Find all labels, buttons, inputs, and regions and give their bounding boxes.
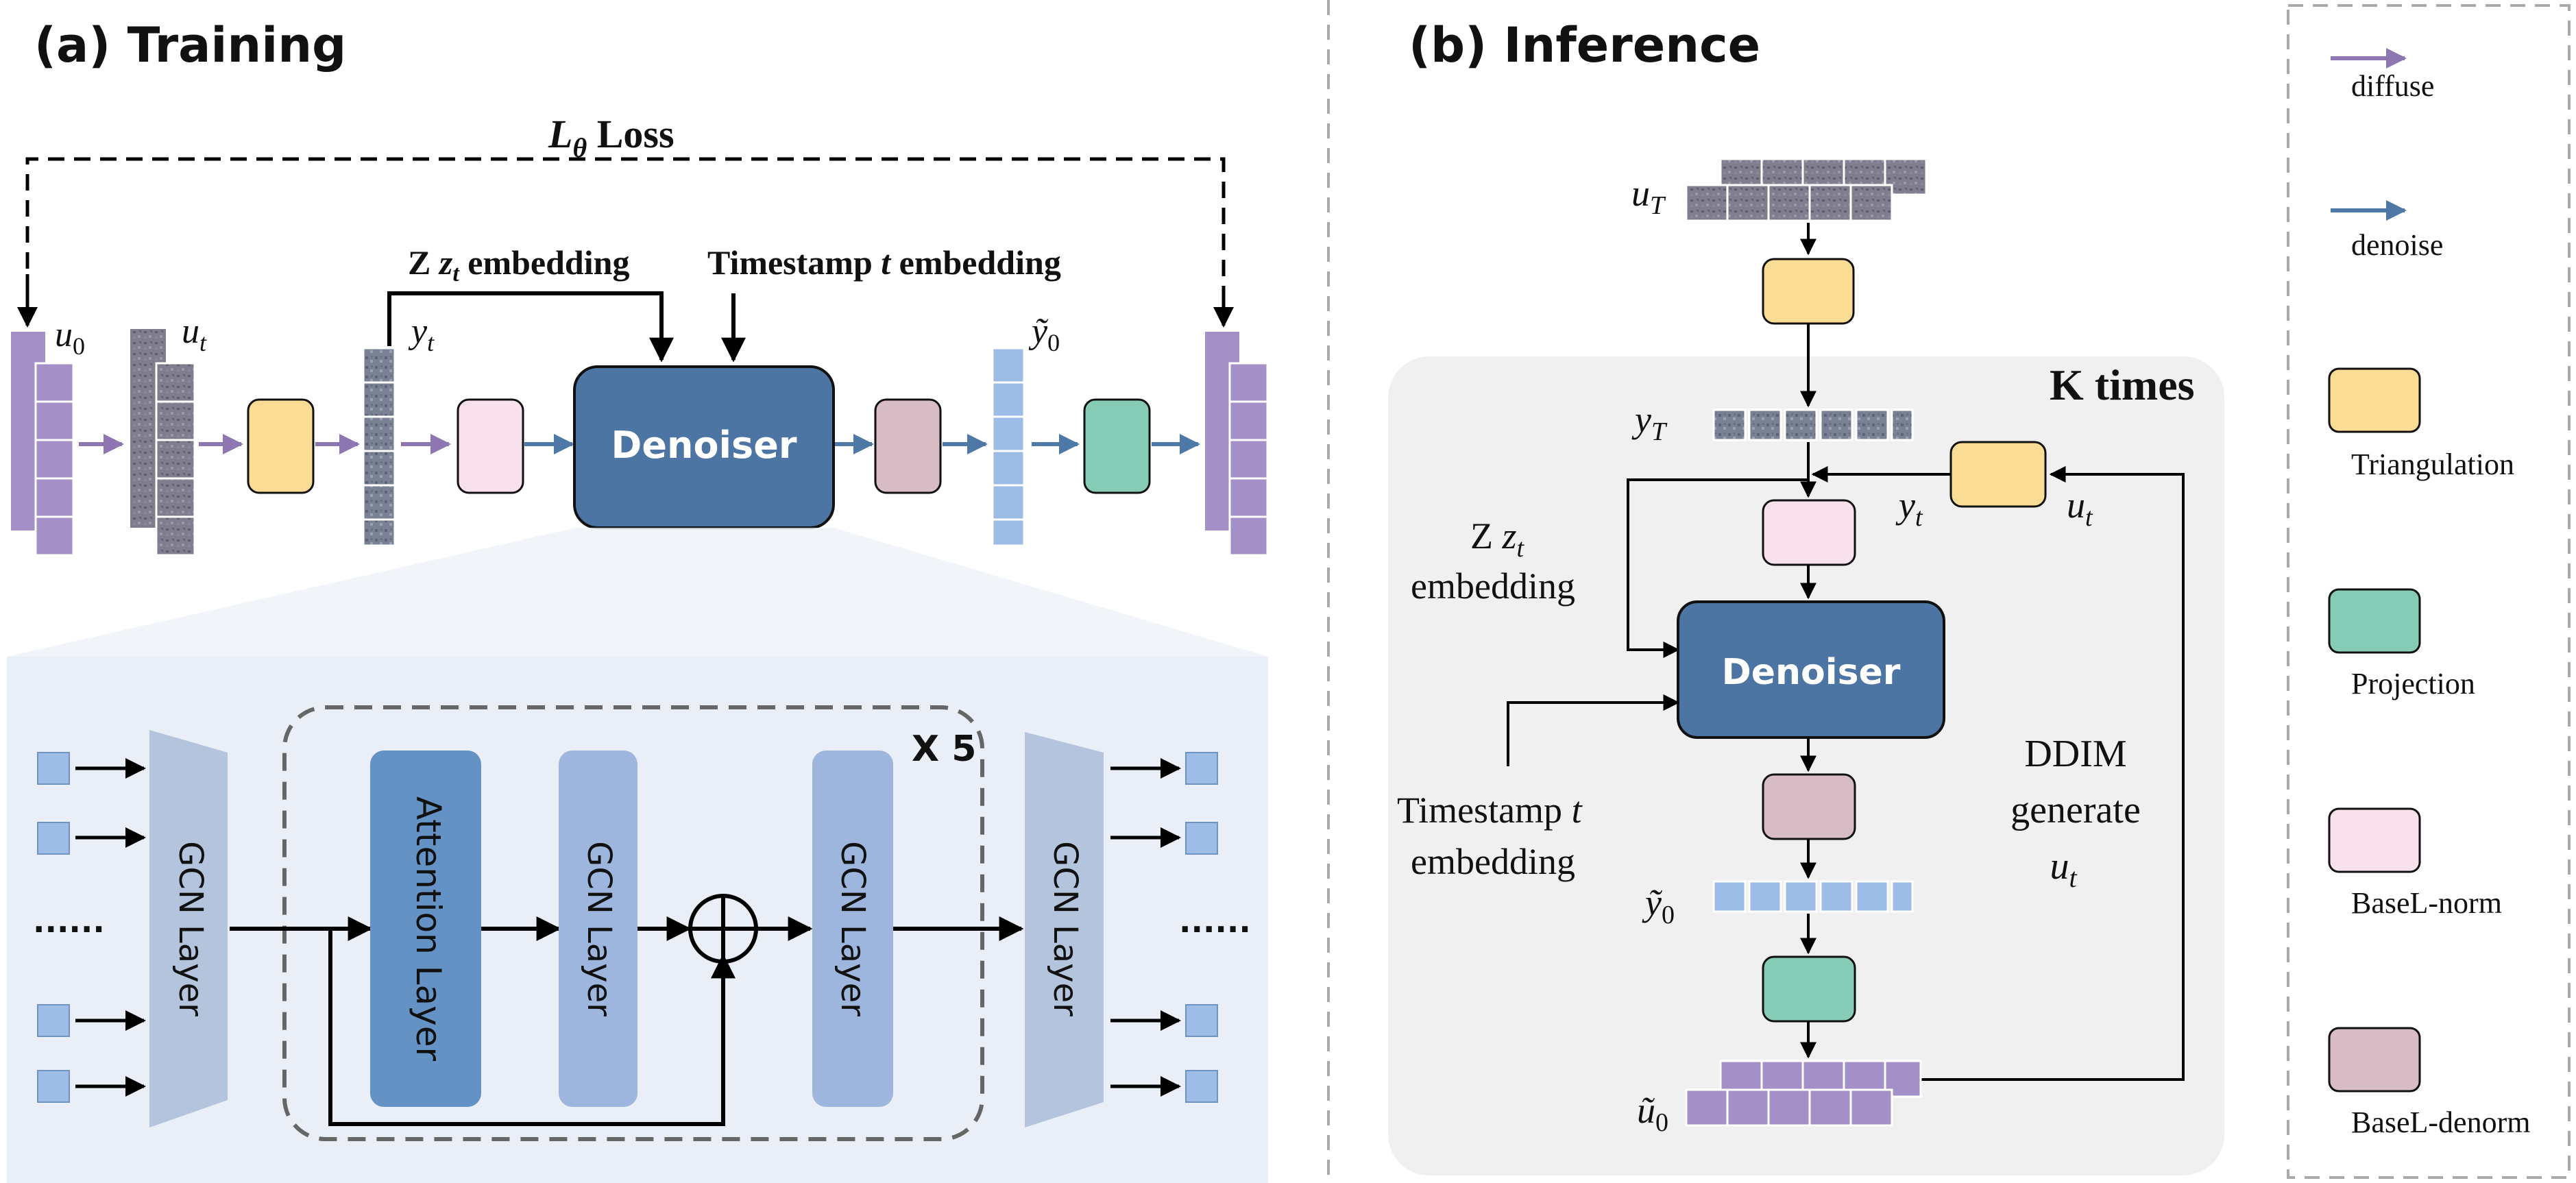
legend: diffuse denoise Triangulation Projection…	[2328, 48, 2530, 1139]
inf-denoiser-block	[1677, 600, 1945, 739]
inf-z-embedding-label-2: embedding	[1411, 565, 1575, 607]
legend-triangulation-swatch	[2328, 367, 2421, 433]
inf-basel-denorm-box	[1762, 773, 1856, 840]
yT-cubes	[1712, 408, 1914, 441]
input-ellipsis: ......	[33, 903, 105, 940]
residual-add-icon	[688, 894, 758, 964]
inf-basel-norm-box	[1762, 499, 1856, 566]
inf-timestamp-line	[1507, 694, 1680, 766]
legend-triangulation-label: Triangulation	[2351, 448, 2514, 481]
yt-cubes	[362, 347, 396, 547]
inf-ut-label: ut	[2067, 485, 2093, 532]
inf-z-embedding-line	[1627, 478, 1808, 658]
basel-denorm-box	[874, 398, 942, 494]
y0-cubes	[991, 347, 1025, 547]
gcn-middle-label-2: GCN Layer	[834, 841, 872, 1016]
attention-label: Attention Layer	[409, 796, 448, 1062]
uT-label: uT	[1631, 173, 1666, 220]
legend-projection-label: Projection	[2351, 667, 2475, 700]
legend-basel-norm-label: BaseL-norm	[2351, 886, 2502, 920]
gcn-middle-layer-2	[812, 751, 893, 1107]
inf-u0-block	[1685, 1060, 1922, 1127]
ut-stack	[130, 329, 196, 557]
inf-timestamp-label-2: embedding	[1411, 841, 1575, 882]
inf-loop-line	[1919, 466, 2185, 1081]
inf-timestamp-label: Timestamp t	[1397, 790, 1583, 831]
loss-label: Lθ Loss	[548, 112, 675, 163]
gcn-output-layer	[1025, 732, 1104, 1127]
legend-frame	[2287, 4, 2571, 1179]
ddim-label-2: generate	[2010, 789, 2141, 831]
z-embedding-label: Z zt embedding	[408, 243, 629, 286]
loss-line	[25, 157, 1226, 322]
input-nodes	[37, 752, 146, 1103]
legend-basel-denorm-label: BaseL-denorm	[2351, 1106, 2530, 1139]
inf-z-embedding-label: Z zt	[1470, 515, 1525, 563]
inf-yt-label: yt	[1895, 485, 1923, 532]
training-title: (a) Training	[34, 17, 346, 73]
inf-triangulation-box	[1762, 258, 1855, 325]
legend-basel-norm-swatch	[2328, 807, 2421, 873]
yt-label: yt	[408, 312, 435, 356]
ddim-label-3: ut	[2050, 845, 2077, 893]
legend-denoise-label: denoise	[2351, 228, 2443, 262]
legend-basel-denorm-swatch	[2328, 1027, 2421, 1093]
output-ellipsis: ......	[1179, 903, 1251, 940]
ddim-label-1: DDIM	[2024, 733, 2126, 775]
denoiser-label: Denoiser	[611, 424, 797, 467]
gcn-output-label: GCN Layer	[1046, 841, 1084, 1016]
inf-projection-box	[1762, 955, 1856, 1023]
projection-box	[1083, 398, 1151, 494]
legend-projection-swatch	[2328, 588, 2421, 654]
timestamp-label: Timestamp t embedding	[707, 243, 1061, 282]
inf-denoiser-label: Denoiser	[1722, 652, 1901, 693]
repeat-label: X 5	[912, 729, 976, 770]
inf-y0-label: ỹ0	[1642, 882, 1675, 929]
u0-label: u0	[55, 315, 85, 360]
legend-diffuse-label: diffuse	[2351, 69, 2434, 103]
gcn-middle-label: GCN Layer	[580, 841, 618, 1016]
output-nodes	[1110, 752, 1218, 1103]
inf-y0-cubes	[1712, 880, 1914, 913]
gcn-input-layer	[149, 730, 228, 1127]
y0-label: ỹ0	[1028, 312, 1060, 356]
k-times-label: K times	[2050, 361, 2195, 409]
u0-stack	[11, 332, 75, 557]
uT-block	[1685, 158, 1928, 222]
ut-label: ut	[182, 312, 207, 356]
z-embedding-arrow	[387, 291, 674, 363]
attention-layer	[370, 751, 481, 1107]
output-u0-stack	[1205, 332, 1269, 557]
inf-u0-label: ũ0	[1637, 1090, 1668, 1137]
yT-label: yT	[1631, 399, 1668, 446]
zoom-projection	[7, 528, 1268, 657]
triangulation-box	[247, 398, 315, 494]
inference-title: (b) Inference	[1409, 17, 1760, 73]
gcn-middle-layer	[559, 751, 637, 1107]
basel-norm-box	[457, 398, 524, 494]
inf-loop-triangulation-box	[1949, 441, 2047, 508]
gcn-input-label: GCN Layer	[171, 841, 210, 1016]
